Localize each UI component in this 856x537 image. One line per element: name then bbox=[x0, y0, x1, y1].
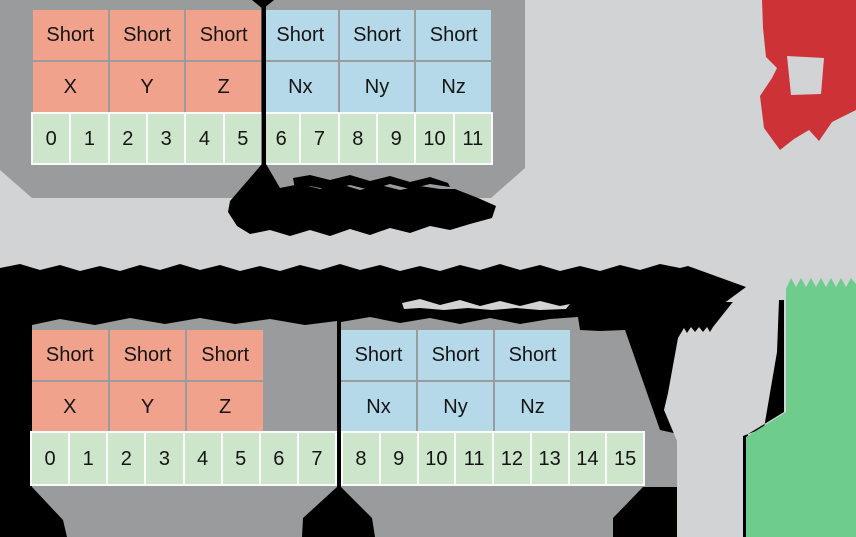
byte-cell: 9 bbox=[377, 114, 415, 163]
field-cell: Y bbox=[109, 382, 186, 431]
interleaved-field-row: X Y Z Nx Ny Nz bbox=[33, 62, 491, 112]
byte-cell: 8 bbox=[339, 114, 376, 163]
byte-cell: 4 bbox=[186, 114, 223, 163]
byte-cell: 12 bbox=[494, 433, 530, 484]
byte-cell: 15 bbox=[607, 433, 643, 484]
byte-cell: 6 bbox=[260, 433, 297, 484]
field-cell: X bbox=[32, 382, 108, 431]
field-cell: X bbox=[33, 62, 108, 112]
scribble-line-gap bbox=[402, 299, 570, 310]
field-cell: Ny bbox=[339, 62, 415, 112]
type-cell: Short bbox=[33, 10, 108, 60]
type-cell: Short bbox=[186, 10, 261, 60]
normal-field-row: Nx Ny Nz bbox=[341, 382, 570, 431]
long-note-scribble bbox=[0, 264, 746, 334]
type-cell: Short bbox=[109, 10, 185, 60]
byte-cell: 6 bbox=[262, 114, 300, 163]
interleaved-type-row: Short Short Short Short Short Short bbox=[33, 10, 491, 60]
byte-cell: 4 bbox=[184, 433, 221, 484]
field-cell: Ny bbox=[418, 382, 493, 431]
checkmark-shape bbox=[746, 278, 856, 537]
byte-cell: 5 bbox=[224, 114, 261, 163]
byte-cell: 9 bbox=[380, 433, 417, 484]
field-cell: Nx bbox=[341, 382, 416, 431]
type-cell: Short bbox=[339, 10, 415, 60]
type-cell: Short bbox=[32, 330, 108, 380]
crossmark-shape bbox=[760, 0, 856, 150]
padded-byte-row-right: 8 9 10 11 12 13 14 15 bbox=[341, 431, 645, 486]
byte-cell: 10 bbox=[418, 433, 455, 484]
field-cell: Nz bbox=[495, 382, 570, 431]
byte-cell: 11 bbox=[456, 433, 492, 484]
field-cell: Z bbox=[187, 382, 263, 431]
field-cell: Z bbox=[186, 62, 261, 112]
byte-cell: 7 bbox=[301, 114, 338, 163]
byte-cell: 2 bbox=[109, 114, 146, 163]
byte-cell: 0 bbox=[33, 114, 70, 163]
byte-cell: 5 bbox=[222, 433, 259, 484]
type-cell: Short bbox=[418, 330, 493, 380]
byte-cell: 13 bbox=[531, 433, 568, 484]
byte-cell: 8 bbox=[343, 433, 379, 484]
type-cell: Short bbox=[341, 330, 416, 380]
type-cell: Short bbox=[262, 10, 338, 60]
field-cell: Nz bbox=[416, 62, 491, 112]
byte-cell: 7 bbox=[298, 433, 335, 484]
type-cell: Short bbox=[109, 330, 186, 380]
byte-cell: 0 bbox=[32, 433, 69, 484]
byte-cell: 2 bbox=[108, 433, 145, 484]
byte-cell: 14 bbox=[569, 433, 606, 484]
byte-cell: 3 bbox=[147, 114, 185, 163]
byte-cell: 10 bbox=[416, 114, 453, 163]
byte-cell: 1 bbox=[70, 433, 107, 484]
byte-cell: 3 bbox=[146, 433, 183, 484]
field-cell: Y bbox=[109, 62, 185, 112]
type-cell: Short bbox=[187, 330, 263, 380]
top-note-scribble-blob bbox=[228, 164, 496, 236]
right-gray-band bbox=[664, 298, 781, 537]
type-cell: Short bbox=[416, 10, 491, 60]
byte-cell: 11 bbox=[454, 114, 491, 163]
byte-cell: 1 bbox=[71, 114, 108, 163]
field-cell: Nx bbox=[262, 62, 338, 112]
padded-byte-row-left: 0 1 2 3 4 5 6 7 bbox=[30, 431, 337, 486]
type-cell: Short bbox=[495, 330, 570, 380]
position-type-row: Short Short Short bbox=[32, 330, 263, 380]
normal-type-row: Short Short Short bbox=[341, 330, 570, 380]
position-field-row: X Y Z bbox=[32, 382, 263, 431]
byte6-pointer-line bbox=[261, 0, 266, 165]
